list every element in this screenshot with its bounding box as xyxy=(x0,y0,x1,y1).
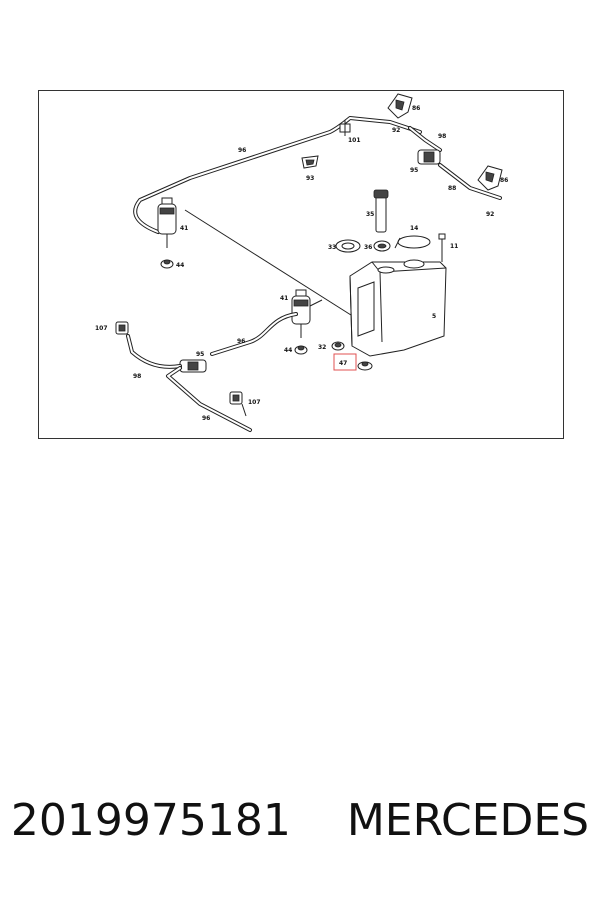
callout-35: 35 xyxy=(366,211,374,218)
nozzle-107-bottom xyxy=(229,391,247,417)
callout-88: 88 xyxy=(448,185,456,192)
filler-neck-35 xyxy=(373,189,389,233)
callout-96-top: 96 xyxy=(238,147,246,154)
part-caption: 2019975181 MERCEDES xyxy=(0,795,600,846)
nozzle-86-top xyxy=(387,93,413,119)
callout-92-right: 92 xyxy=(486,211,494,218)
hose-main xyxy=(133,116,502,234)
callout-labels: 86 92 98 101 96 93 95 88 86 92 41 44 35 … xyxy=(95,105,508,422)
highlight-box-47 xyxy=(333,353,357,371)
callout-96-mid: 96 xyxy=(237,338,245,345)
connector-101 xyxy=(339,120,351,136)
part-number: 2019975181 xyxy=(10,795,291,846)
washer-system-diagram: 86 92 98 101 96 93 95 88 86 92 41 44 35 … xyxy=(95,93,508,432)
callout-101: 101 xyxy=(348,137,361,144)
callout-32: 32 xyxy=(318,344,326,351)
callout-98-top: 98 xyxy=(438,133,446,140)
brand-name: MERCEDES xyxy=(346,795,590,846)
nozzle-107-left xyxy=(115,321,129,335)
bolt-11 xyxy=(438,233,446,262)
callout-86-top: 86 xyxy=(412,105,420,112)
callout-107-left: 107 xyxy=(95,325,108,332)
callout-98-lower: 98 xyxy=(133,373,141,380)
callout-11: 11 xyxy=(450,243,458,250)
grommet-44-left xyxy=(160,259,174,269)
callout-93: 93 xyxy=(306,175,314,182)
callout-36: 36 xyxy=(364,244,372,251)
callout-33: 33 xyxy=(328,244,336,251)
callout-96-bottom: 96 xyxy=(202,415,210,422)
callout-86-right: 86 xyxy=(500,177,508,184)
hose-96-bottom xyxy=(166,366,252,432)
callout-107-bottom: 107 xyxy=(248,399,261,406)
callout-44-mid: 44 xyxy=(284,347,292,354)
valve-95-bottom xyxy=(179,359,207,373)
reservoir-tank-5 xyxy=(349,259,447,357)
callout-92-top: 92 xyxy=(392,127,400,134)
parts-diagram-frame xyxy=(38,90,564,439)
callout-5: 5 xyxy=(432,313,436,320)
nozzle-86-right xyxy=(477,165,503,191)
hose-96-mid xyxy=(210,312,298,356)
valve-95-top xyxy=(417,149,441,165)
callout-44-left: 44 xyxy=(176,262,184,269)
seal-33 xyxy=(335,239,361,253)
clip-93 xyxy=(301,155,319,169)
pump-41-mid xyxy=(291,289,323,338)
leader-line xyxy=(184,209,363,323)
callout-41-mid: 41 xyxy=(280,295,288,302)
grommet-44-mid xyxy=(294,345,308,355)
callout-41-left: 41 xyxy=(180,225,188,232)
grommet-32 xyxy=(331,341,345,351)
callout-95-bottom: 95 xyxy=(196,351,204,358)
callout-95-top: 95 xyxy=(410,167,418,174)
seal-36 xyxy=(373,240,391,252)
cap-14 xyxy=(394,235,431,249)
grommet-47 xyxy=(357,361,373,371)
pump-41-left xyxy=(157,197,177,248)
hose-98-lower xyxy=(126,334,182,369)
callout-47: 47 xyxy=(339,360,347,367)
callout-14: 14 xyxy=(410,225,418,232)
